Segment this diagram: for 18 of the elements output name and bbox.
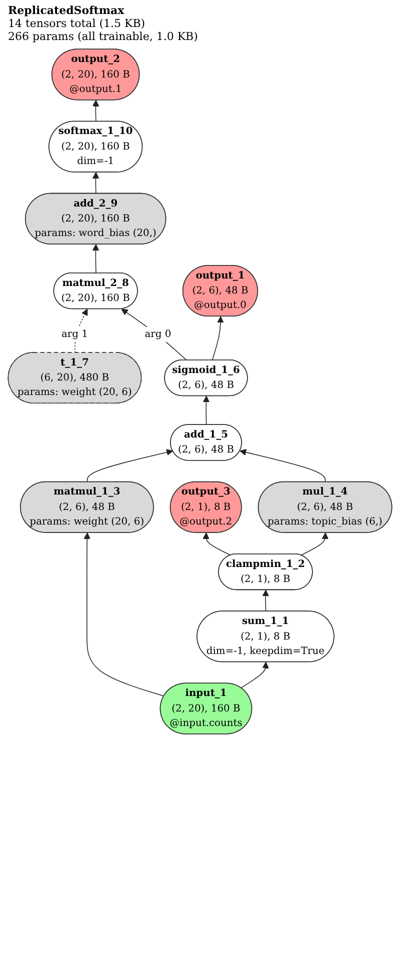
arrow (92, 172, 100, 194)
arrow (92, 244, 100, 274)
arrow (202, 532, 232, 556)
edge-label: arg 0 (144, 328, 172, 340)
arrow (300, 532, 329, 556)
arrow (240, 449, 326, 482)
summary-note: 14 tensors total (1.5 KB) (8, 17, 146, 30)
arrow (121, 308, 187, 361)
arrow (202, 396, 210, 426)
edge-label: arg 1 (61, 328, 88, 340)
arrow (92, 100, 100, 122)
arrow (262, 590, 269, 612)
summary-note: 266 params (all trainable, 1.0 KB) (8, 30, 199, 43)
diagram-title: ReplicatedSoftmax (8, 4, 126, 17)
arrow (86, 449, 174, 482)
arrow (84, 532, 164, 696)
arrow (212, 316, 224, 361)
arrow (240, 662, 269, 688)
